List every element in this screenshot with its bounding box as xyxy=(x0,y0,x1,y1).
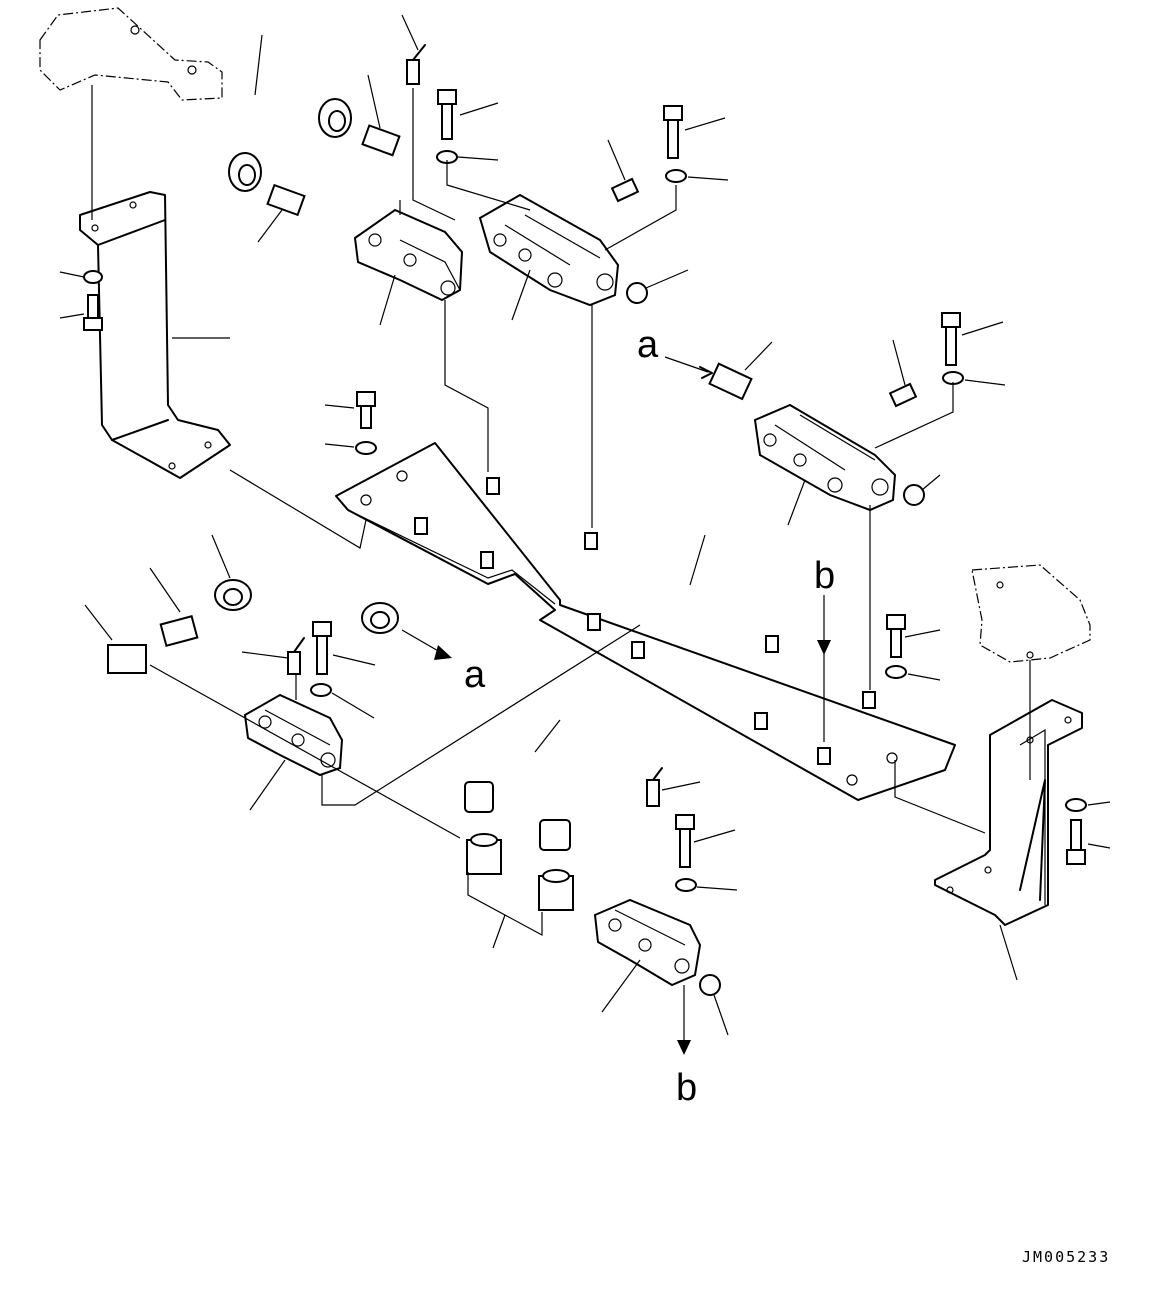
view-label-b-upper: b xyxy=(814,555,835,597)
valve-block-upper-middle xyxy=(478,193,620,321)
main-mounting-plate xyxy=(335,442,956,801)
drawing-code: JM005233 xyxy=(1022,1248,1110,1266)
upper-hydraulic-pipe xyxy=(195,34,352,192)
valve-block-lower-left xyxy=(149,624,641,839)
view-labels: a a b b xyxy=(464,324,835,1109)
valve-block-bottom xyxy=(593,767,738,1055)
right-support-bracket xyxy=(894,564,1091,981)
bottom-curved-pipe xyxy=(464,719,571,851)
lower-hydraulic-pipe xyxy=(211,534,452,660)
view-label-a-lower: a xyxy=(464,654,486,696)
upper-left-frame-bracket xyxy=(39,7,223,101)
right-bolts xyxy=(885,614,1111,865)
bottom-elbow-fittings xyxy=(466,833,574,949)
valve-block-upper-left xyxy=(353,208,464,326)
lower-left-fittings xyxy=(84,567,376,719)
left-bolt-washer xyxy=(59,270,103,331)
plate-bolt-washer xyxy=(324,391,377,455)
upper-bolts xyxy=(436,89,729,304)
connection-leaders xyxy=(91,85,954,742)
valve-block-right xyxy=(664,312,1006,526)
upper-fittings xyxy=(257,14,426,243)
view-label-a-upper: a xyxy=(637,324,659,366)
left-support-bracket xyxy=(79,191,231,479)
view-label-b-lower: b xyxy=(676,1067,697,1109)
plate-studs xyxy=(414,477,876,765)
